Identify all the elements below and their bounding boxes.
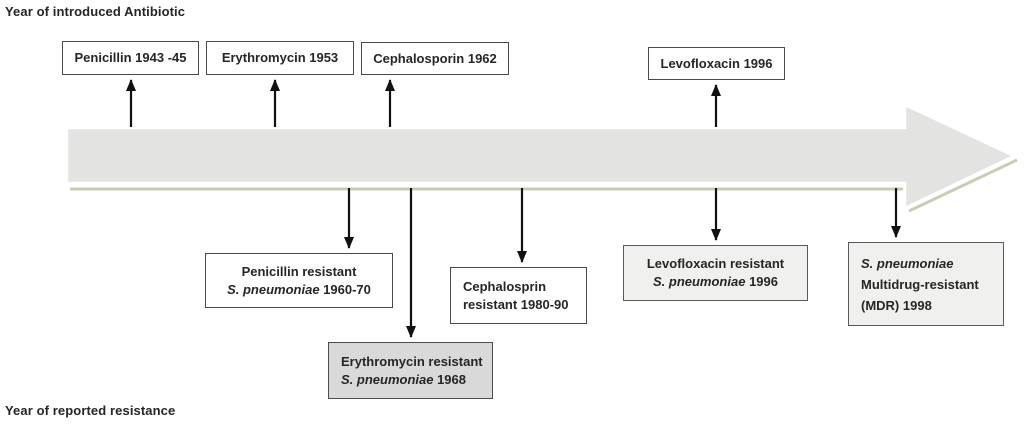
- antibiotic-box-levofloxacin: Levofloxacin 1996: [648, 47, 785, 80]
- reported-resistance-label: Year of reported resistance: [5, 403, 176, 418]
- antibiotic-box-cephalosporin: Cephalosporin 1962: [361, 42, 509, 75]
- timeline-shadow-diagonal: [908, 158, 1018, 213]
- antibiotic-box-penicillin: Penicillin 1943 -45: [62, 41, 199, 75]
- introduced-antibiotic-label: Year of introduced Antibiotic: [5, 4, 186, 19]
- timeline-arrow: [65, 103, 1017, 210]
- antibiotic-box-erythromycin: Erythromycin 1953: [206, 41, 354, 75]
